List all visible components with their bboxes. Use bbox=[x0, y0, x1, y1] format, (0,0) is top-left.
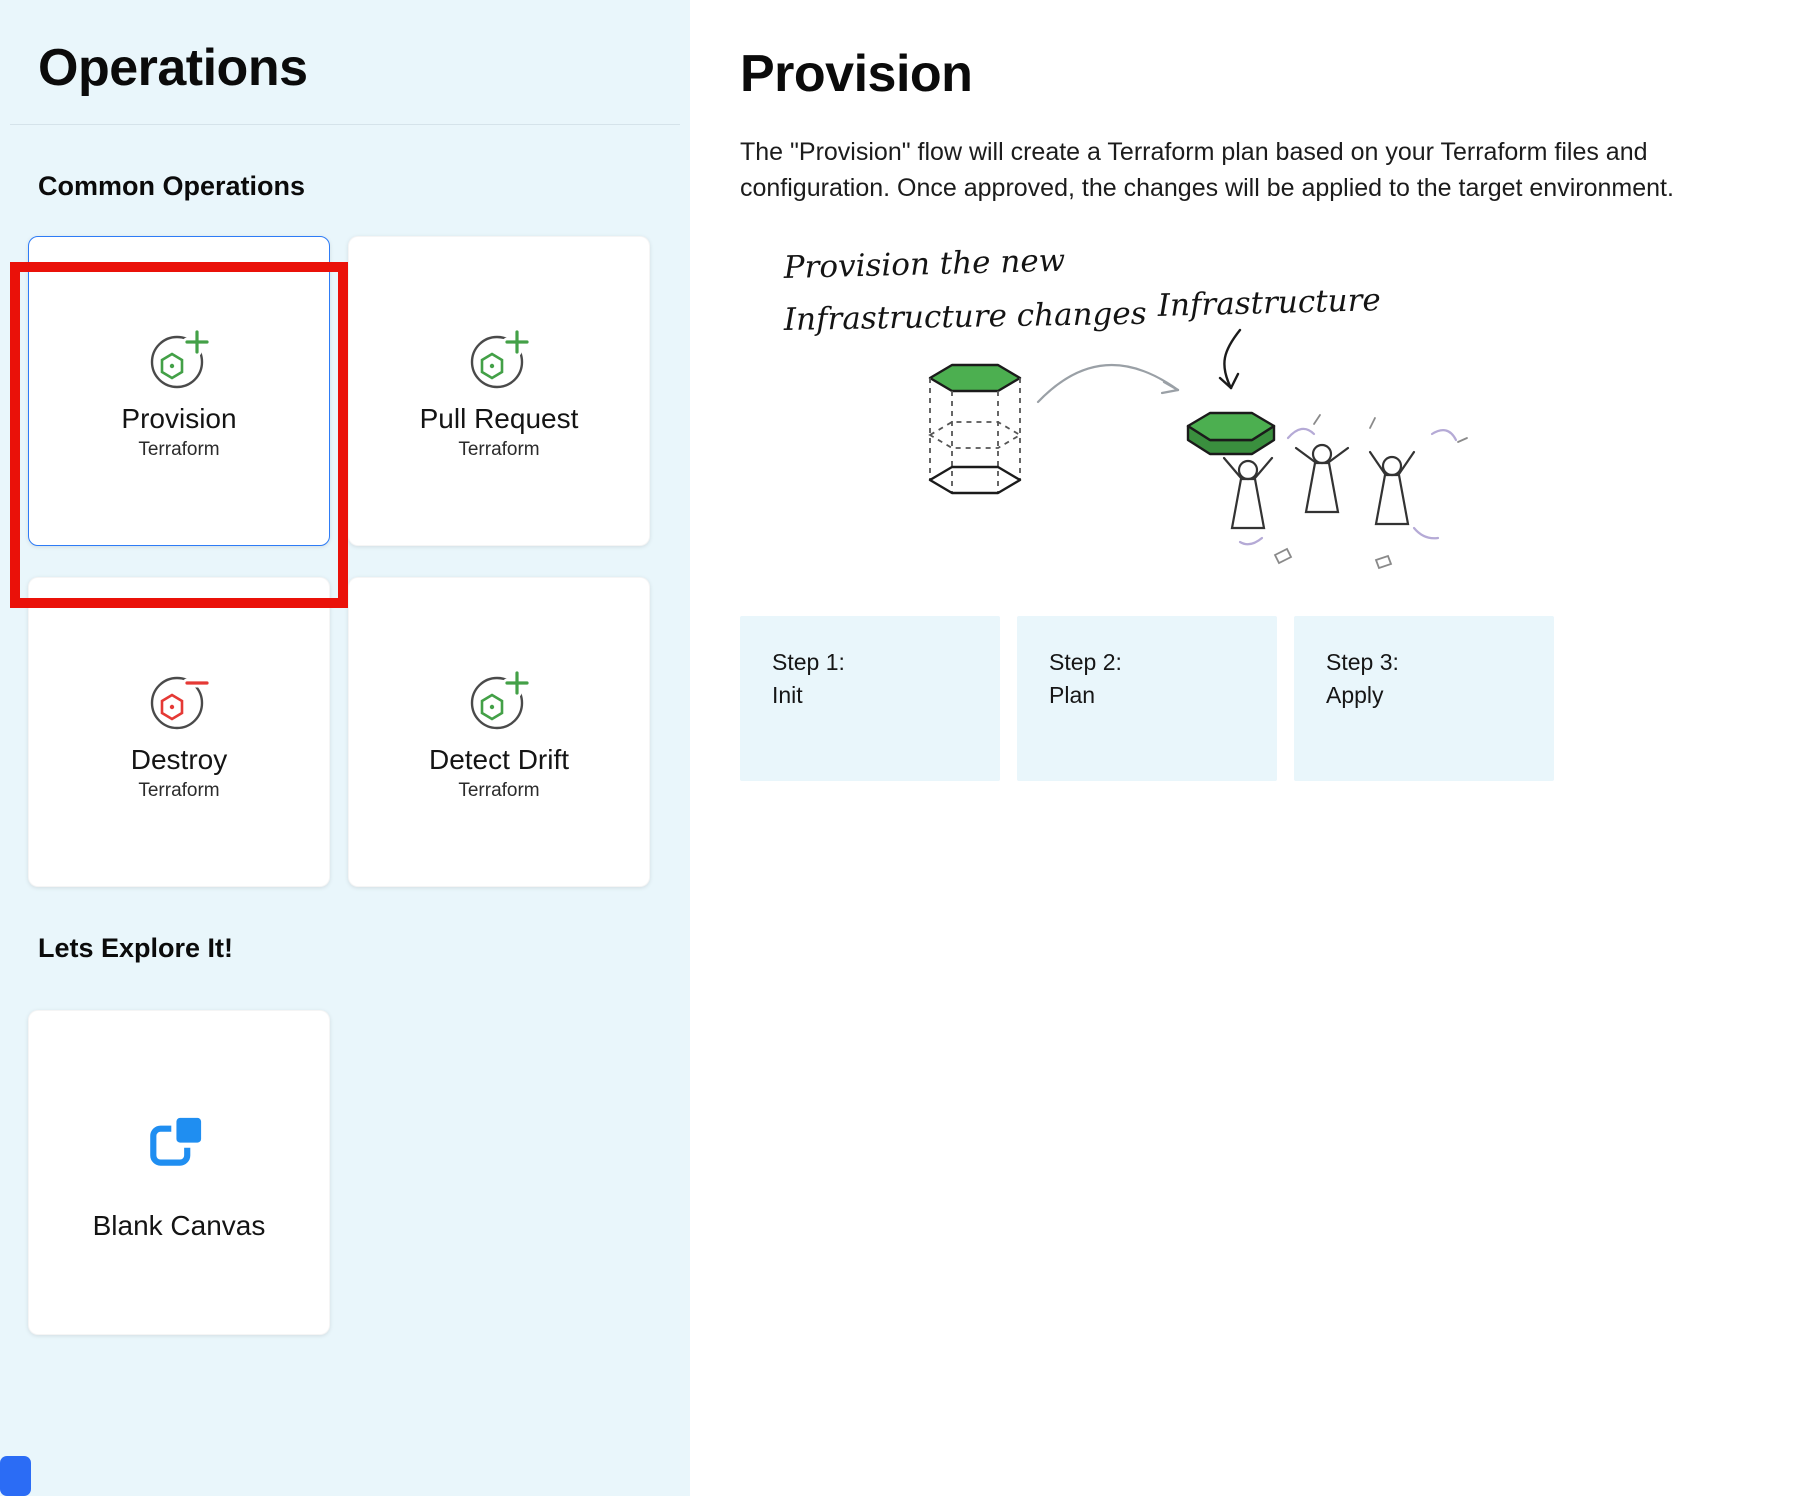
steps-row: Step 1: Init Step 2: Plan Step 3: Apply bbox=[740, 616, 1760, 781]
card-title: Provision bbox=[121, 402, 237, 434]
card-subtitle: Terraform bbox=[138, 438, 220, 460]
operation-card-detect-drift[interactable]: Detect Drift Terraform bbox=[348, 577, 650, 887]
sidebar-title: Operations bbox=[38, 39, 308, 97]
step-name: Apply bbox=[1326, 681, 1384, 708]
terraform-add-icon bbox=[143, 322, 215, 399]
curved-arrow bbox=[1036, 364, 1180, 404]
section-label-common-operations: Common Operations bbox=[38, 171, 306, 201]
operation-card-pull-request[interactable]: Pull Request Terraform bbox=[348, 236, 650, 546]
step-label: Step 2: bbox=[1049, 649, 1122, 675]
step-card-apply: Step 3: Apply bbox=[1294, 616, 1554, 781]
card-subtitle: Terraform bbox=[458, 438, 540, 460]
blank-canvas-icon bbox=[142, 1103, 216, 1182]
caption-infrastructure-changes: Infrastructure changes bbox=[783, 296, 1147, 338]
operations-card-grid: Provision Terraform bbox=[28, 236, 690, 887]
operations-sidebar: Operations Common Operations bbox=[0, 0, 690, 1496]
card-title: Detect Drift bbox=[428, 743, 570, 775]
page-title: Provision bbox=[740, 45, 973, 103]
section-label-lets-explore: Lets Explore It! bbox=[38, 933, 234, 963]
operation-card-destroy[interactable]: Destroy Terraform bbox=[28, 577, 330, 887]
provision-description: The "Provision" flow will create a Terra… bbox=[740, 138, 1674, 202]
card-subtitle: Terraform bbox=[138, 779, 220, 801]
step-label: Step 1: bbox=[772, 649, 845, 675]
bottom-left-widget[interactable] bbox=[0, 1456, 31, 1496]
terraform-add-icon bbox=[463, 663, 535, 740]
step-name: Plan bbox=[1049, 681, 1096, 708]
card-title: Blank Canvas bbox=[92, 1210, 266, 1241]
provision-illustration: Provision the new Infrastructure changes… bbox=[782, 243, 1468, 570]
wireframe-prism-sketch bbox=[928, 363, 1022, 495]
terraform-add-icon bbox=[463, 322, 535, 399]
card-title: Pull Request bbox=[419, 402, 579, 434]
provision-detail-panel: Provision The "Provision" flow will crea… bbox=[690, 0, 1800, 1496]
green-hexagon-sketch bbox=[1186, 411, 1276, 456]
step-name: Init bbox=[772, 681, 803, 708]
confetti-sketch bbox=[1238, 414, 1468, 570]
card-subtitle: Terraform bbox=[458, 779, 540, 801]
step-card-plan: Step 2: Plan bbox=[1017, 616, 1277, 781]
caption-provision-the-new: Provision the new bbox=[782, 243, 1065, 286]
operation-card-blank-canvas[interactable]: Blank Canvas bbox=[28, 1010, 330, 1335]
down-arrow bbox=[1218, 328, 1242, 390]
step-card-init: Step 1: Init bbox=[740, 616, 1000, 781]
terraform-remove-icon bbox=[143, 663, 215, 740]
cheering-figures-sketch bbox=[1222, 443, 1416, 530]
sidebar-divider bbox=[10, 124, 680, 125]
operation-card-provision[interactable]: Provision Terraform bbox=[28, 236, 330, 546]
step-label: Step 3: bbox=[1326, 649, 1399, 675]
caption-infrastructure: Infrastructure bbox=[1156, 282, 1381, 324]
card-title: Destroy bbox=[130, 743, 228, 775]
